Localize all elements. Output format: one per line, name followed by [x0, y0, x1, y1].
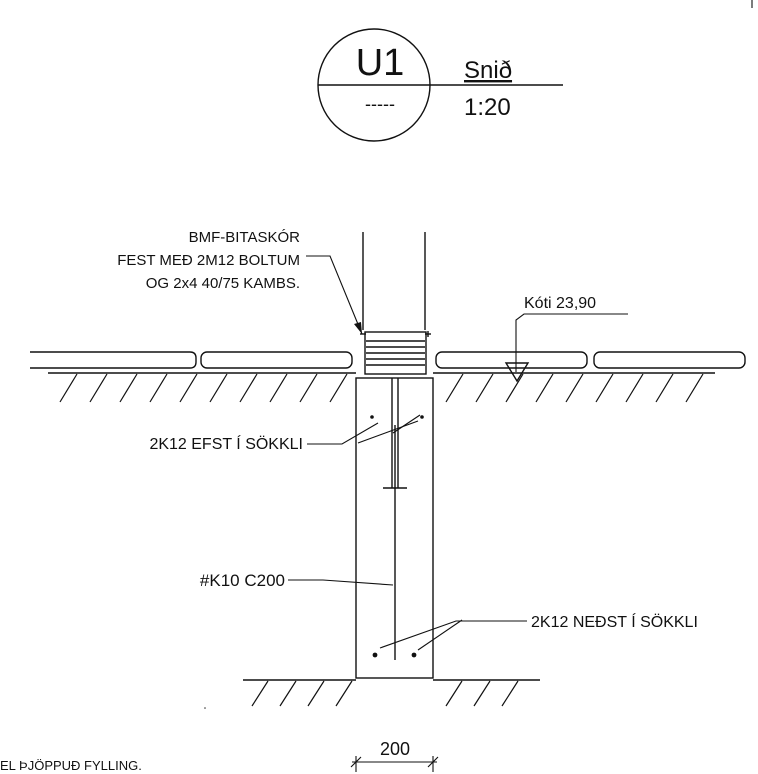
soil-hatching-top [59, 373, 704, 403]
section-symbol: U1 ----- Snið 1:20 [317, 28, 563, 142]
bottom-rebar-label: 2K12 NEÐST Í SÖKKLI [531, 612, 698, 631]
stray-dot [204, 707, 206, 709]
width-dimension: 200 [350, 739, 439, 772]
rebar-top-left [370, 415, 374, 419]
shoe-note-line1: BMF-BITASKÓR [189, 229, 301, 246]
soil-hatching-bottom [251, 680, 519, 707]
shoe-note-line2: FEST MEÐ 2M12 BOLTUM [117, 252, 300, 269]
leader-lines [288, 255, 527, 651]
section-scale: 1:20 [464, 94, 511, 121]
section-label: Snið [464, 57, 512, 84]
steel-base-shoe [360, 331, 431, 375]
rebar-top-right [420, 415, 424, 419]
mesh-label: #K10 C200 [200, 571, 285, 590]
reinforcement [370, 414, 424, 660]
rebar-bottom-left [372, 652, 378, 658]
level-label: Kóti 23,90 [524, 295, 596, 312]
column-post [362, 232, 426, 330]
rebar-bottom-right [411, 652, 417, 658]
fill-note: EL ÞJÖPPUÐ FYLLING. [0, 758, 142, 773]
width-dimension-value: 200 [380, 739, 410, 759]
concrete-footing [355, 377, 434, 679]
level-marker: Kóti 23,90 [504, 295, 628, 383]
top-rebar-label: 2K12 EFST Í SÖKKLI [149, 434, 303, 453]
shoe-note-line3: OG 2x4 40/75 KAMBS. [146, 275, 300, 292]
section-sub-symbol: ----- [365, 94, 395, 114]
paving-slabs [30, 351, 746, 369]
section-symbol-id: U1 [356, 42, 405, 84]
